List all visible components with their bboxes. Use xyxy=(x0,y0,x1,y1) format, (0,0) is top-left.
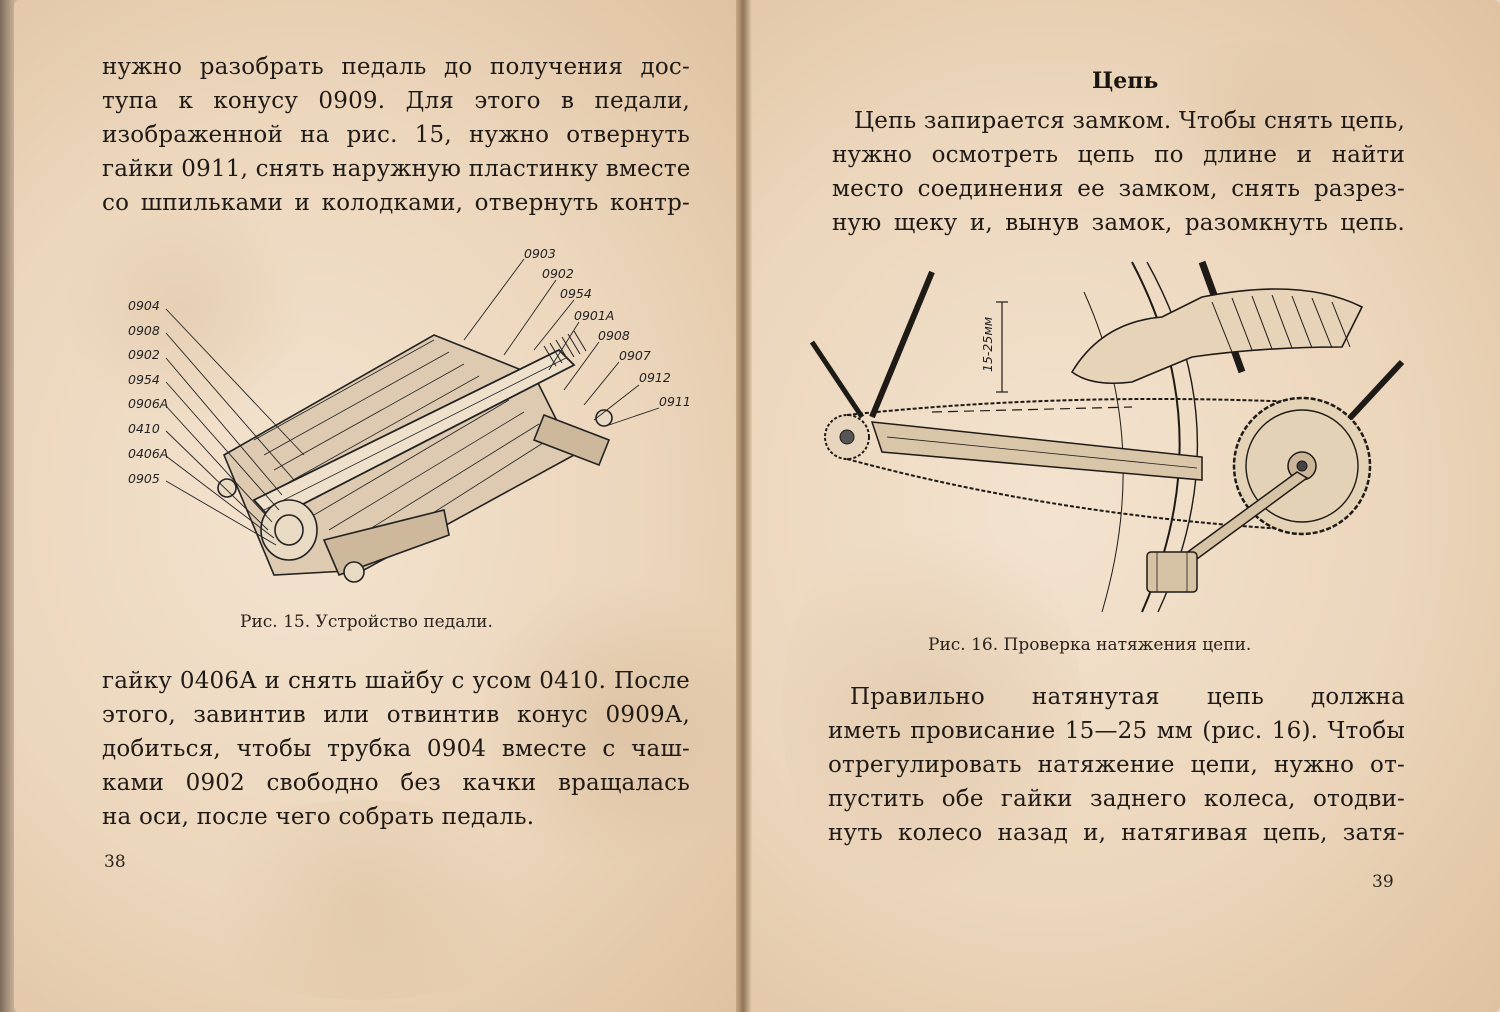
page-number: 39 xyxy=(1372,872,1394,892)
text-line: тупа к конусу 0909. Для этого в педали, xyxy=(102,88,690,114)
text-line: изображенной на рис. 15, нужно отвернуть xyxy=(102,122,690,148)
part-label: 0901А xyxy=(574,308,614,323)
text-line: пустить обе гайки заднего колеса, отодви… xyxy=(828,786,1405,812)
section-heading: Цепь xyxy=(1092,68,1159,94)
figure-labels-right: 0903 0902 0954 0901А 0908 0907 0912 0911 xyxy=(524,246,691,409)
text-line: нужно осмотреть цепь по длине и найти xyxy=(832,142,1405,168)
text-line: со шпильками и колодками, отвернуть конт… xyxy=(102,190,690,216)
text-line: Цепь запирается замком. Чтобы снять цепь… xyxy=(854,108,1405,134)
text-line: гайку 0406А и снять шайбу с усом 0410. П… xyxy=(102,668,690,694)
text-line: иметь провисание 15—25 мм (рис. 16). Что… xyxy=(828,718,1405,744)
right-page: Цепь Цепь запирается замком. Чтобы снять… xyxy=(752,0,1500,1012)
text-line: этого, завинтив или отвинтив конус 0909А… xyxy=(102,702,690,728)
text-line: на оси, после чего собрать педаль. xyxy=(102,804,535,830)
part-label: 0410 xyxy=(128,421,160,436)
figure-caption: Рис. 15. Устройство педали. xyxy=(240,612,493,632)
part-label: 0908 xyxy=(128,323,160,338)
book-gutter xyxy=(736,0,752,1012)
part-label: 0902 xyxy=(128,347,160,362)
text-line: Правильно натянутая цепь должна xyxy=(850,684,1405,710)
text-line: ную щеку и, вынув замок, разомкнуть цепь… xyxy=(832,210,1405,236)
paragraph-bottom: Правильно натянутая цепь должна иметь пр… xyxy=(828,680,1405,850)
paragraph-top: нужно разобрать педаль до получения дос-… xyxy=(102,50,690,220)
part-label: 0954 xyxy=(560,286,592,301)
part-label: 0406А xyxy=(128,446,168,461)
pedal-cutaway-illustration: 0904 0908 0902 0954 0906А 0410 0406А 090… xyxy=(128,246,691,583)
part-label: 0911 xyxy=(659,394,691,409)
part-label: 0902 xyxy=(542,266,574,281)
text-line: нужно разобрать педаль до получения дос- xyxy=(102,54,690,80)
figure-caption: Рис. 16. Проверка натяжения цепи. xyxy=(928,635,1252,655)
part-label: 0908 xyxy=(598,328,630,343)
binding-edge xyxy=(0,0,18,1012)
chain-tension-illustration: 15-25мм xyxy=(809,260,1405,613)
left-page: нужно разобрать педаль до получения дос-… xyxy=(14,0,744,1012)
part-label: 0906А xyxy=(128,396,168,411)
text-line: место соединения ее замком, снять разрез… xyxy=(832,176,1405,202)
text-line: добиться, чтобы трубка 0904 вместе с чаш… xyxy=(102,736,690,762)
paragraph-bottom: гайку 0406А и снять шайбу с усом 0410. П… xyxy=(102,664,690,834)
page-number: 38 xyxy=(104,852,126,872)
part-label: 0912 xyxy=(639,370,671,385)
part-label: 0907 xyxy=(619,348,651,363)
part-label: 0954 xyxy=(128,372,160,387)
text-line: отрегулировать натяжение цепи, нужно от- xyxy=(828,752,1405,778)
part-label: 0904 xyxy=(128,298,160,313)
text-line: нуть колесо назад и, натягивая цепь, зат… xyxy=(828,820,1405,846)
text-line: ками 0902 свободно без качки вращалась xyxy=(102,770,690,796)
part-label: 0903 xyxy=(524,246,556,261)
figure-labels-left: 0904 0908 0902 0954 0906А 0410 0406А 090… xyxy=(128,298,168,486)
pedal-drawing xyxy=(217,330,613,583)
dimension-label: 15-25мм xyxy=(980,317,995,372)
text-line: гайки 0911, снять наружную пластинку вме… xyxy=(102,156,691,182)
paragraph-top: Цепь запирается замком. Чтобы снять цепь… xyxy=(832,104,1405,240)
part-label: 0905 xyxy=(128,471,160,486)
